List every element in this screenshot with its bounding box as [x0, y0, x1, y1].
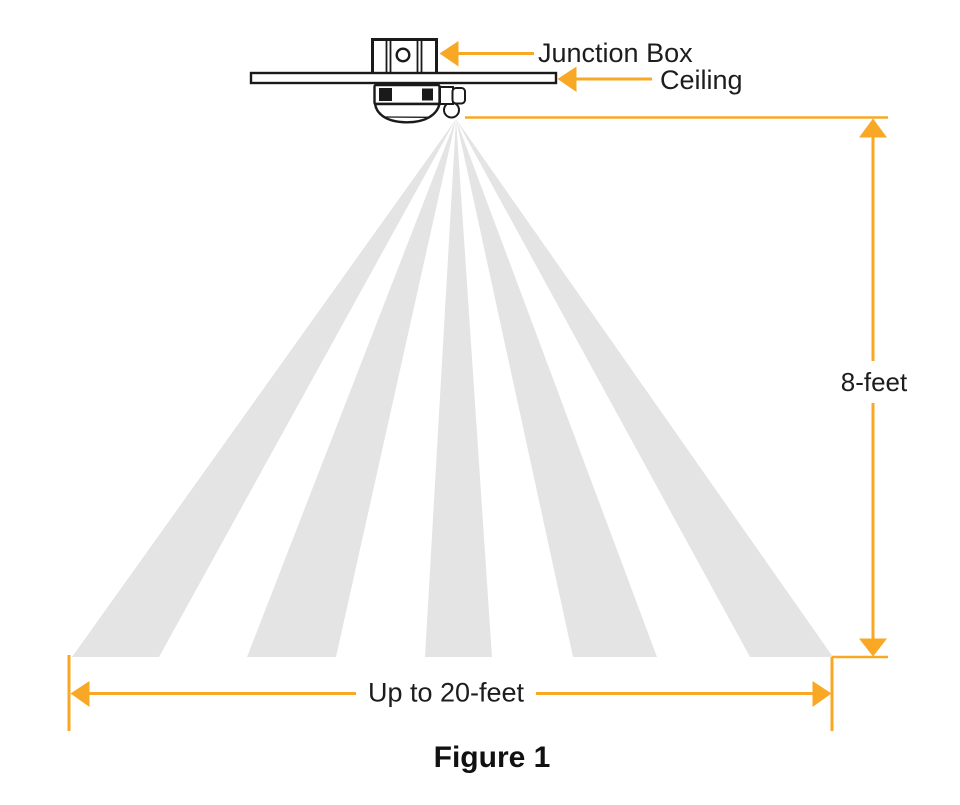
arrowhead-right-icon: [812, 681, 832, 707]
beam-1: [72, 119, 456, 657]
beam-3: [425, 119, 492, 657]
mount-clip-left: [379, 88, 392, 101]
sensor-side-module-drawing: [439, 86, 466, 105]
ceiling-label: Ceiling: [660, 64, 743, 95]
arrowhead-up-icon: [859, 118, 887, 138]
junction-box-leader: [439, 41, 534, 67]
ceiling-drawing: [249, 71, 558, 85]
sensor-device-drawing: [249, 38, 558, 124]
arrowhead-left-icon: [70, 681, 90, 707]
arrowhead-down-icon: [859, 638, 887, 657]
beam-4: [456, 119, 657, 657]
coverage-beams: [72, 119, 833, 657]
arrowhead-left-icon: [439, 41, 459, 67]
junction-box-knockout: [395, 47, 411, 63]
beam-5: [456, 119, 833, 657]
sensor-body-drawing: [373, 83, 441, 106]
mount-height-label: 8-feet: [837, 361, 911, 403]
junction-box-label: Junction Box: [538, 37, 693, 68]
ceiling-leader: [557, 66, 652, 92]
coverage-width-label: Up to 20-feet: [355, 677, 537, 709]
mount-clip-right: [422, 88, 433, 101]
sensor-dome-drawing: [373, 102, 442, 124]
junction-box-drawing: [371, 38, 438, 76]
figure-caption: Figure 1: [433, 741, 551, 774]
beam-2: [247, 119, 456, 657]
arrowhead-left-icon: [557, 66, 577, 92]
